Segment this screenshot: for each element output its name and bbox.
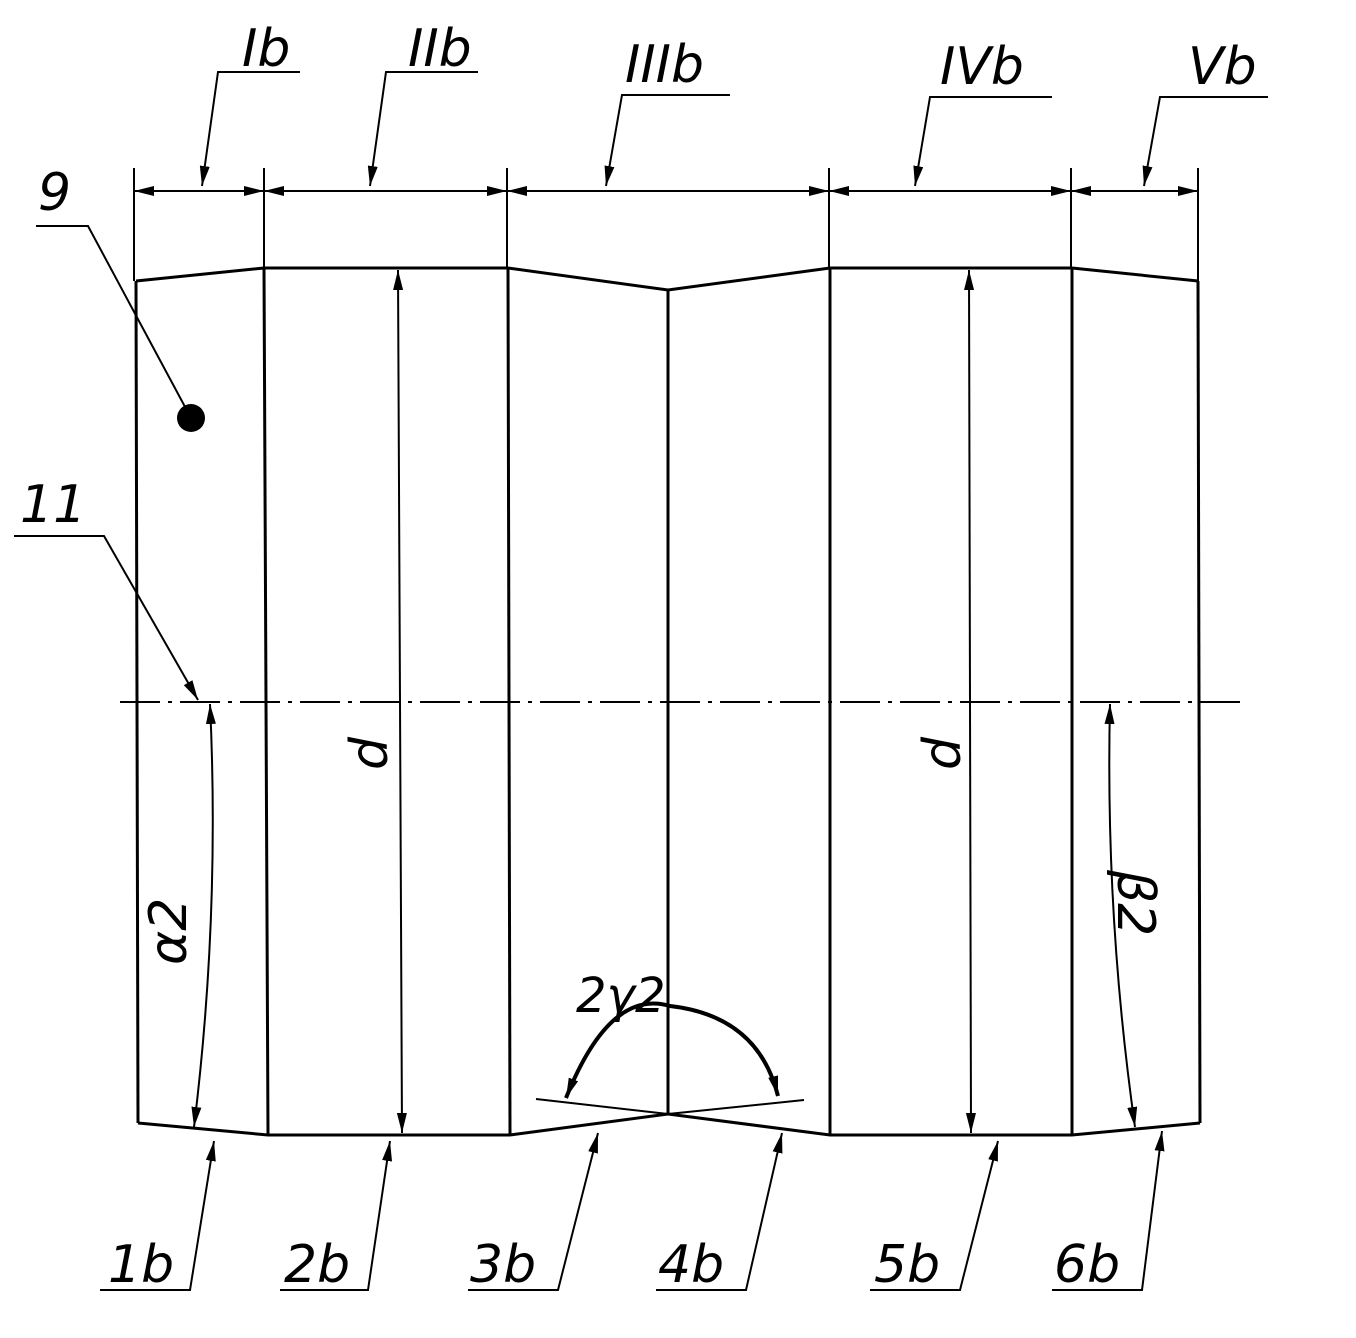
part-label-1b: 1b	[108, 1235, 174, 1295]
part-label-2b: 2b	[284, 1235, 350, 1295]
body-outline-bottom	[137, 1112, 1201, 1137]
zone-leader-ivb	[913, 96, 1052, 187]
part-leader-6b	[1052, 1130, 1165, 1291]
part-leader-2b	[280, 1140, 393, 1291]
part-leader-1b	[100, 1140, 216, 1291]
zone-label-iiib: IIIb	[625, 35, 704, 95]
zone-label-ivb: IVb	[940, 37, 1024, 97]
zone-label-ib: Ib	[242, 19, 290, 79]
part-leader-4b	[656, 1132, 783, 1291]
angle-gamma-arc	[564, 1001, 780, 1099]
angle-gamma-extension-right	[667, 1099, 805, 1115]
part-label-4b: 4b	[658, 1235, 724, 1295]
zone-label-vb: Vb	[1188, 37, 1257, 97]
angle-alpha-label: α2	[139, 898, 199, 965]
zone-label-iib: IIb	[408, 19, 472, 79]
zone-leader-vb	[1142, 96, 1268, 187]
axis-leader	[14, 535, 199, 701]
part-leader-3b	[468, 1132, 599, 1291]
diameter-dimension-left	[393, 269, 407, 1134]
part-leader-5b	[870, 1140, 999, 1291]
zone-leader-ib	[199, 71, 300, 187]
diameter-label-right: d	[913, 736, 973, 770]
part-label-6b: 6b	[1054, 1235, 1120, 1295]
axis-reference-label: 11	[20, 475, 86, 535]
section-edge-right	[1196, 280, 1202, 1124]
angle-alpha-dimension	[191, 703, 216, 1128]
angle-gamma-extension-left	[535, 1098, 669, 1115]
angle-gamma-label: 2γ2	[576, 968, 665, 1024]
body-outline-top	[135, 266, 1199, 292]
angle-beta-dimension	[1104, 703, 1138, 1128]
diameter-dimension-right	[964, 269, 976, 1134]
part-label-5b: 5b	[874, 1235, 940, 1295]
reference-point-leader	[36, 225, 192, 419]
zone-leader-iiib	[604, 94, 730, 187]
reference-point-label: 9	[38, 163, 71, 223]
part-label-3b: 3b	[470, 1235, 536, 1295]
angle-beta-label: β2	[1105, 869, 1165, 936]
diameter-label-left: d	[340, 736, 400, 770]
zone-leader-iib	[367, 71, 478, 187]
